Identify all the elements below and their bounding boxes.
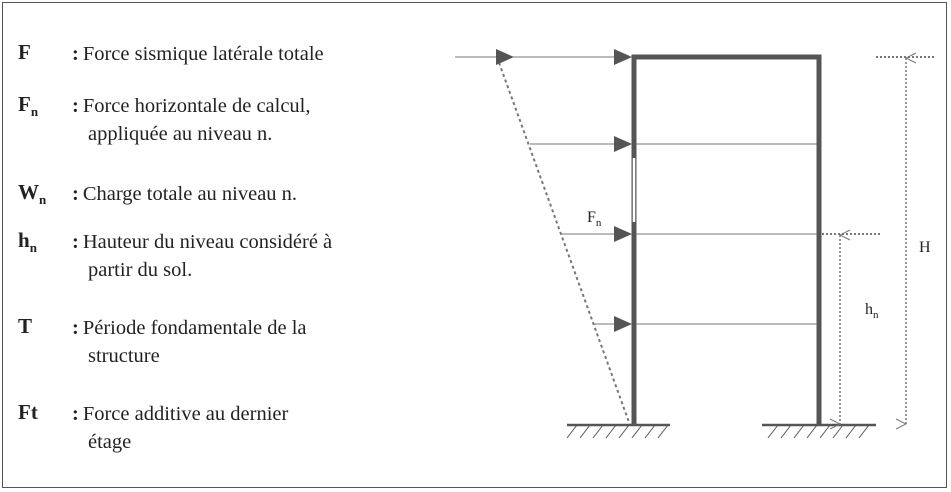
definition-ft-text-2: étage <box>88 431 132 453</box>
definition-hn-text-1: Hauteur du niveau considéré à <box>82 231 333 253</box>
symbol-wn: Wn <box>18 180 47 207</box>
symbol-ft: Ft <box>18 400 38 424</box>
label-h: H <box>919 239 931 256</box>
portal-frame <box>631 54 822 425</box>
symbol-t: T <box>18 314 33 338</box>
definition-t-text-2: structure <box>88 345 160 367</box>
definition-hn-text-2: partir du sol. <box>88 259 193 281</box>
definition-ft-text-1: Force additive au dernier <box>82 403 289 425</box>
ground-support-left <box>566 423 670 439</box>
symbol-f: F <box>18 40 31 64</box>
definition-f-text: Force sismique latérale totale <box>82 43 324 65</box>
definition-fn-text-2: appliquée au niveau n. <box>88 123 273 145</box>
definition-fn-text-1: Force horizontale de calcul, <box>82 95 311 117</box>
ground-support-right <box>762 423 876 439</box>
definition-wn-text: Charge totale au niveau n. <box>82 183 298 205</box>
symbol-hn: hn <box>18 228 37 255</box>
dimension-hn <box>822 234 880 424</box>
force-arrow-level-3 <box>530 136 632 152</box>
definition-t-text-1: Période fondamentale de la <box>82 317 307 339</box>
force-distribution-line <box>496 56 631 426</box>
dimension-h-total <box>876 57 936 424</box>
label-hn: hn <box>865 301 879 321</box>
force-arrow-level-2 <box>562 226 632 242</box>
force-arrow-top <box>455 49 632 65</box>
label-fn: Fn <box>587 209 602 229</box>
symbol-fn: Fn <box>18 92 39 119</box>
force-arrow-level-1 <box>594 316 632 332</box>
